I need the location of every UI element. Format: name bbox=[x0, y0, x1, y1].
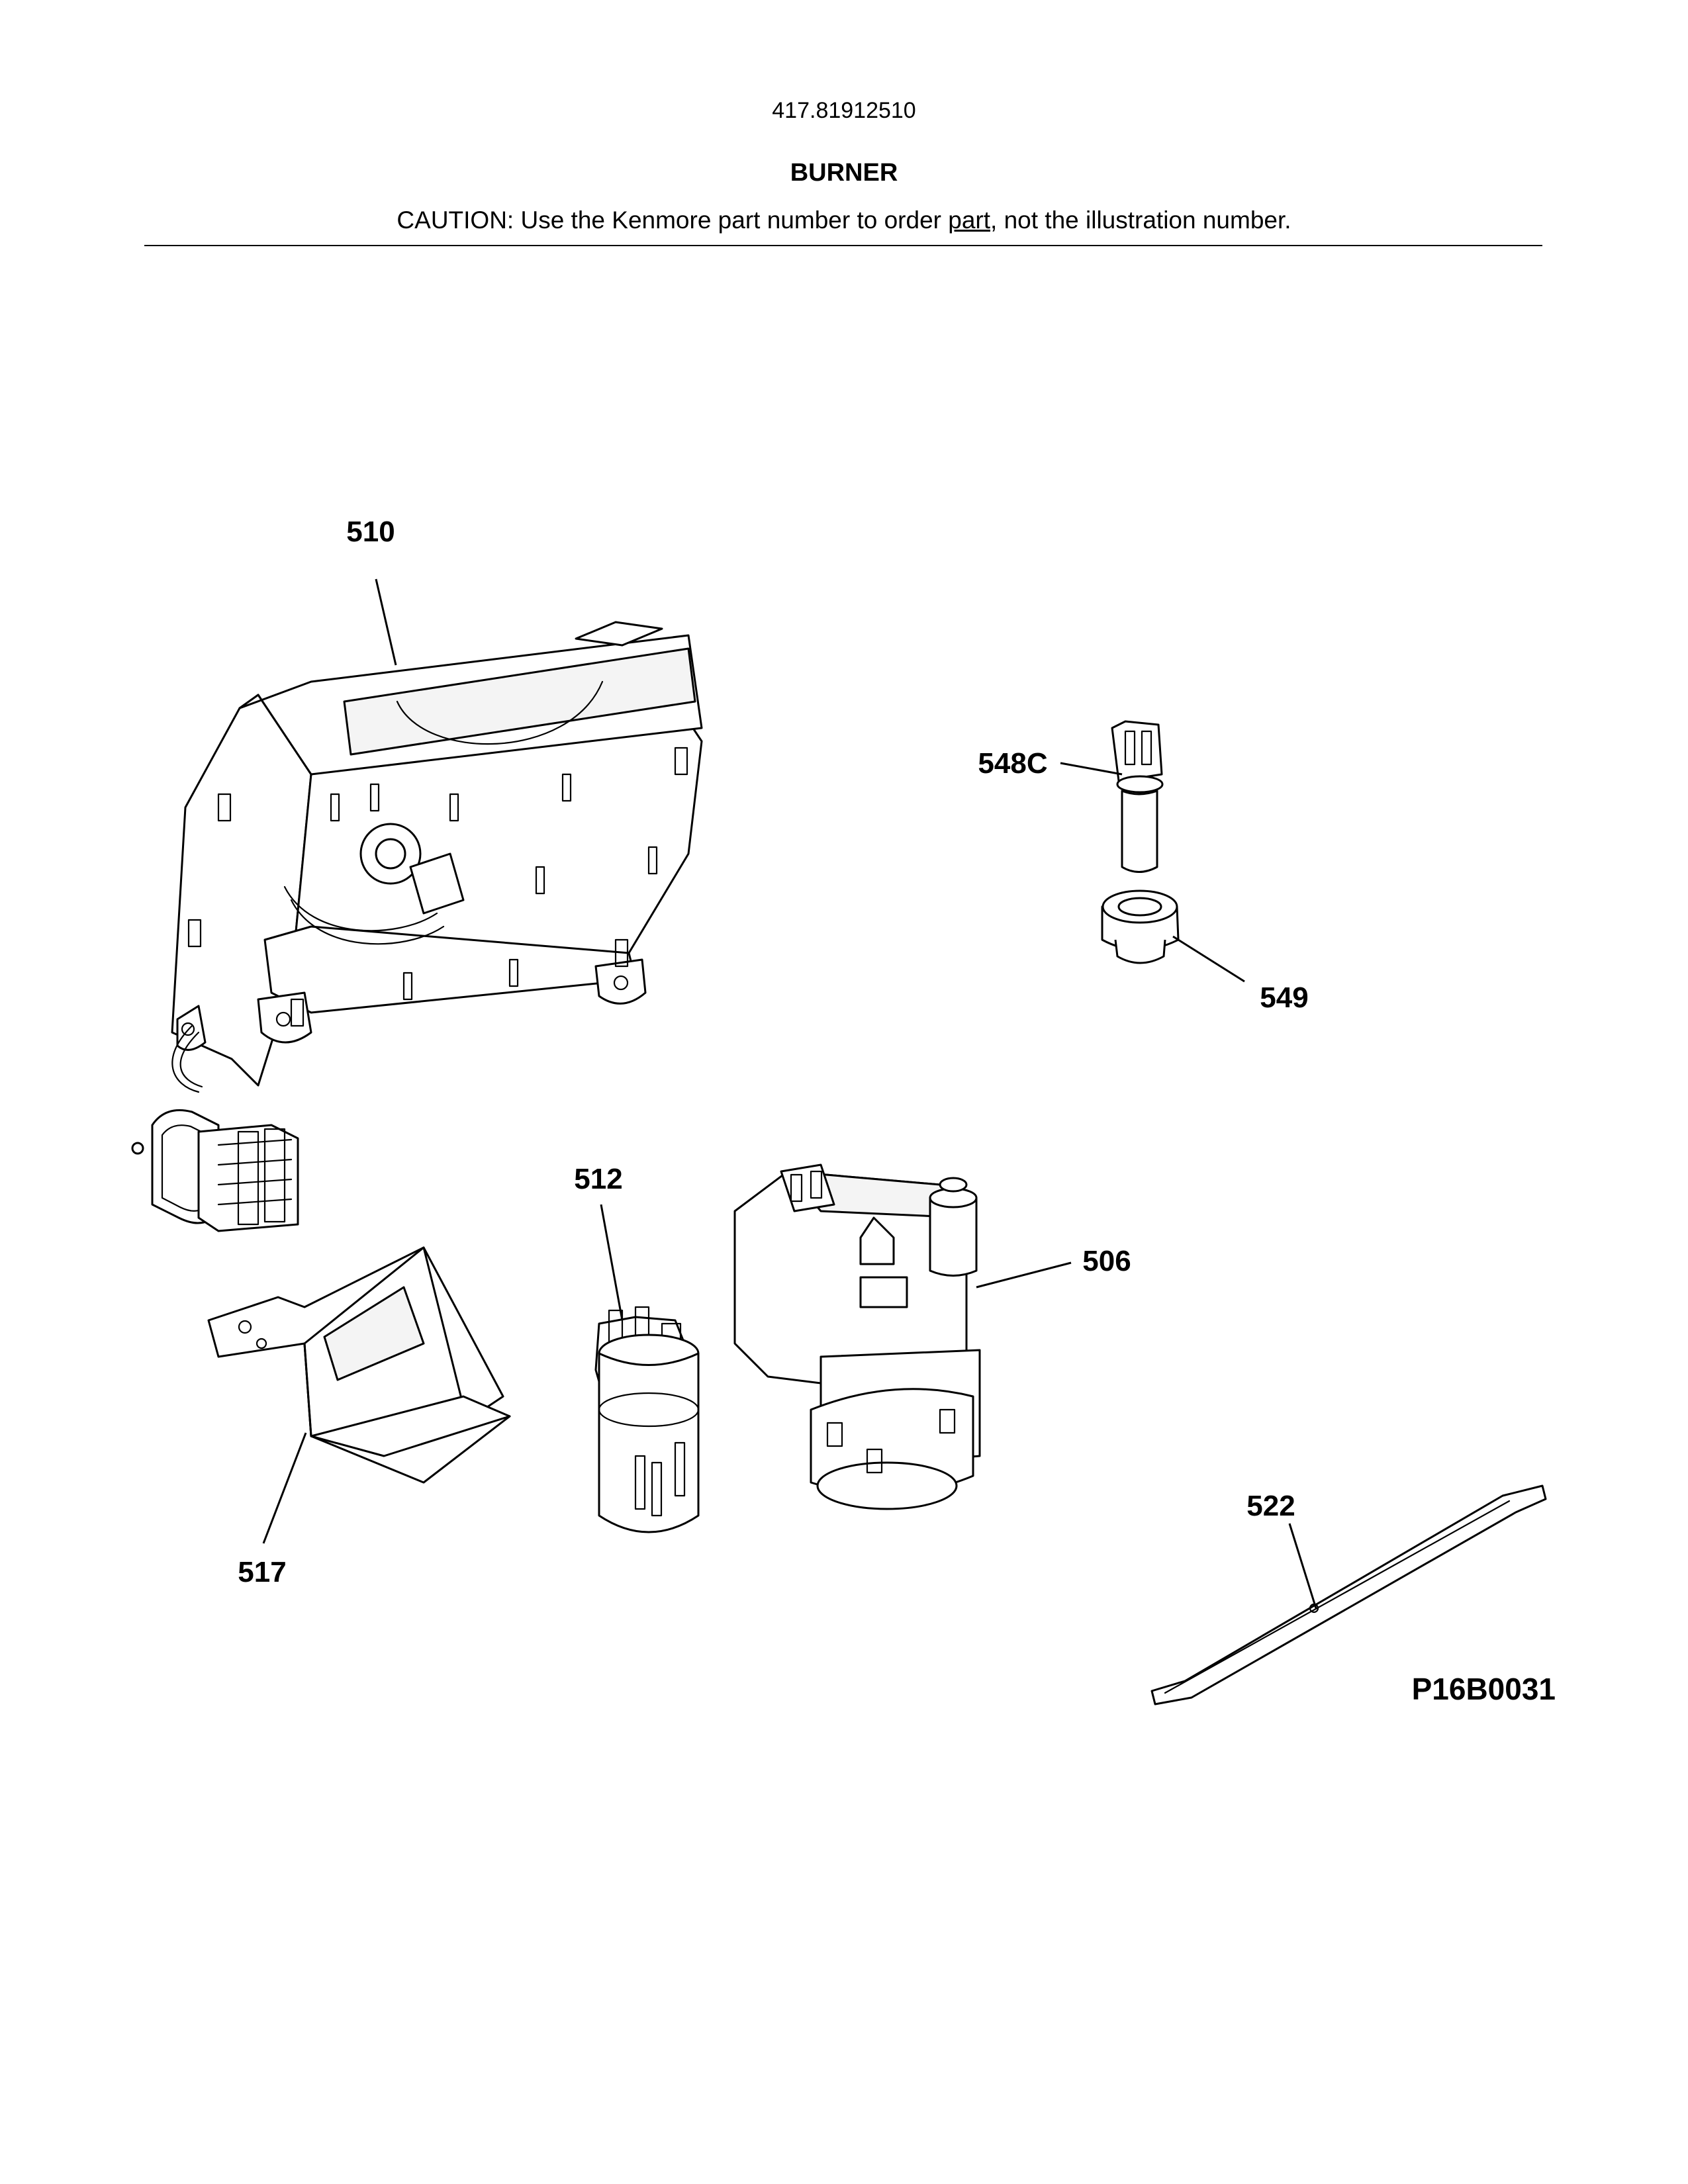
leader-522 bbox=[1288, 1523, 1317, 1609]
leader-506 bbox=[976, 1261, 1072, 1289]
leader-517 bbox=[262, 1432, 307, 1544]
leader-548c bbox=[1060, 762, 1123, 776]
leader-lines bbox=[262, 578, 1317, 1609]
caution-underlined-word: part bbox=[948, 206, 991, 234]
callout-517: 517 bbox=[238, 1556, 286, 1588]
section-title: BURNER bbox=[790, 159, 898, 187]
caution-text-after: , not the illustration number. bbox=[990, 206, 1291, 234]
callout-549: 549 bbox=[1260, 981, 1308, 1014]
callout-522: 522 bbox=[1246, 1490, 1295, 1522]
part-512-solenoid bbox=[594, 1306, 700, 1533]
callout-506: 506 bbox=[1082, 1245, 1131, 1277]
leader-549 bbox=[1172, 935, 1245, 983]
part-522-strip bbox=[1150, 1484, 1547, 1706]
callout-512: 512 bbox=[574, 1163, 622, 1195]
callout-510: 510 bbox=[346, 516, 395, 548]
header-divider bbox=[144, 245, 1542, 246]
part-549-grommet bbox=[1101, 889, 1180, 964]
part-510-burner-assembly bbox=[131, 621, 703, 1232]
model-number: 417.81912510 bbox=[772, 98, 916, 123]
leader-512 bbox=[600, 1204, 624, 1321]
callout-548c: 548C bbox=[978, 747, 1047, 780]
diagram-code: P16B0031 bbox=[1412, 1672, 1556, 1706]
part-548c-sensor bbox=[1111, 720, 1164, 873]
caution-note: CAUTION: Use the Kenmore part number to … bbox=[0, 206, 1688, 234]
callout-labels: 510 548C 549 512 506 517 522 P16B0031 bbox=[238, 516, 1556, 1706]
part-506-valve bbox=[733, 1163, 981, 1510]
part-517-bracket bbox=[207, 1246, 511, 1484]
leader-510 bbox=[375, 578, 397, 666]
caution-text-before: CAUTION: Use the Kenmore part number to … bbox=[397, 206, 949, 234]
